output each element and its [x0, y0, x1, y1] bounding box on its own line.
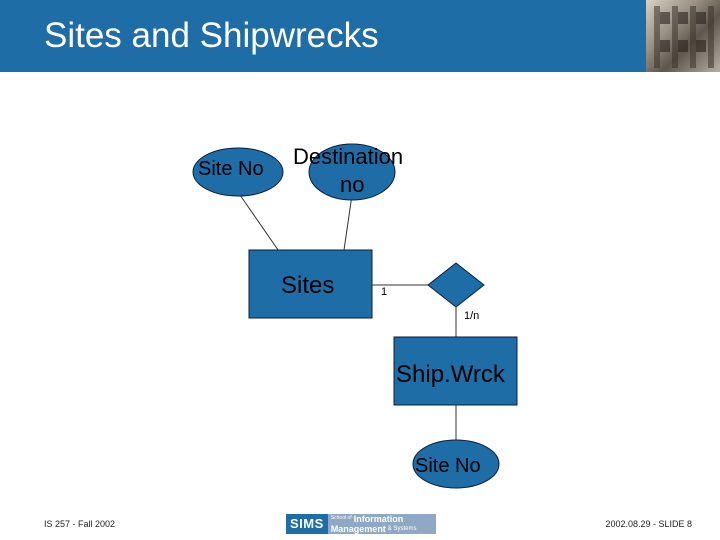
- cardinality-one-label: 1: [381, 286, 388, 298]
- entity-sites-box: [248, 249, 373, 319]
- attribute-site-no-ellipse: [192, 147, 284, 197]
- footer-course: IS 257 - Fall 2002: [44, 519, 116, 529]
- entity-shipwrck-box: [393, 336, 518, 406]
- sims-logo: SIMS School of Information Management & …: [286, 514, 436, 534]
- er-diagram-shapes: [192, 143, 518, 489]
- attribute-destination-no-ellipse: [308, 143, 396, 201]
- building-photo: [646, 0, 720, 72]
- entity-shipwrck-label: Ship.Wrck: [396, 361, 505, 388]
- cardinality-many-label: 1/n: [464, 310, 480, 322]
- entity-sites-label: Sites: [281, 272, 335, 299]
- footer-slide-ref: 2002.08.29 - SLIDE 8: [605, 519, 692, 529]
- relationship-diamond: [427, 262, 485, 308]
- attribute-site-no-label: Site No: [198, 158, 264, 180]
- sims-logo-text: School of Information Management & Syste…: [327, 514, 436, 534]
- attribute-destination-label-line2: no: [340, 172, 365, 197]
- slide-header: Sites and Shipwrecks: [0, 0, 720, 72]
- attribute-site-no-2-ellipse: [412, 439, 500, 489]
- slide-title: Sites and Shipwrecks: [44, 16, 379, 55]
- attribute-site-no-2-label: Site No: [415, 455, 481, 477]
- sims-logo-mark: SIMS: [286, 514, 328, 534]
- er-diagram: Site No Destination no Sites 1 1/n Ship.…: [0, 72, 720, 512]
- attribute-destination-label-line1: Destination: [293, 144, 404, 169]
- connector-siteno-sites: [239, 194, 286, 261]
- connector-destination-sites: [343, 194, 353, 251]
